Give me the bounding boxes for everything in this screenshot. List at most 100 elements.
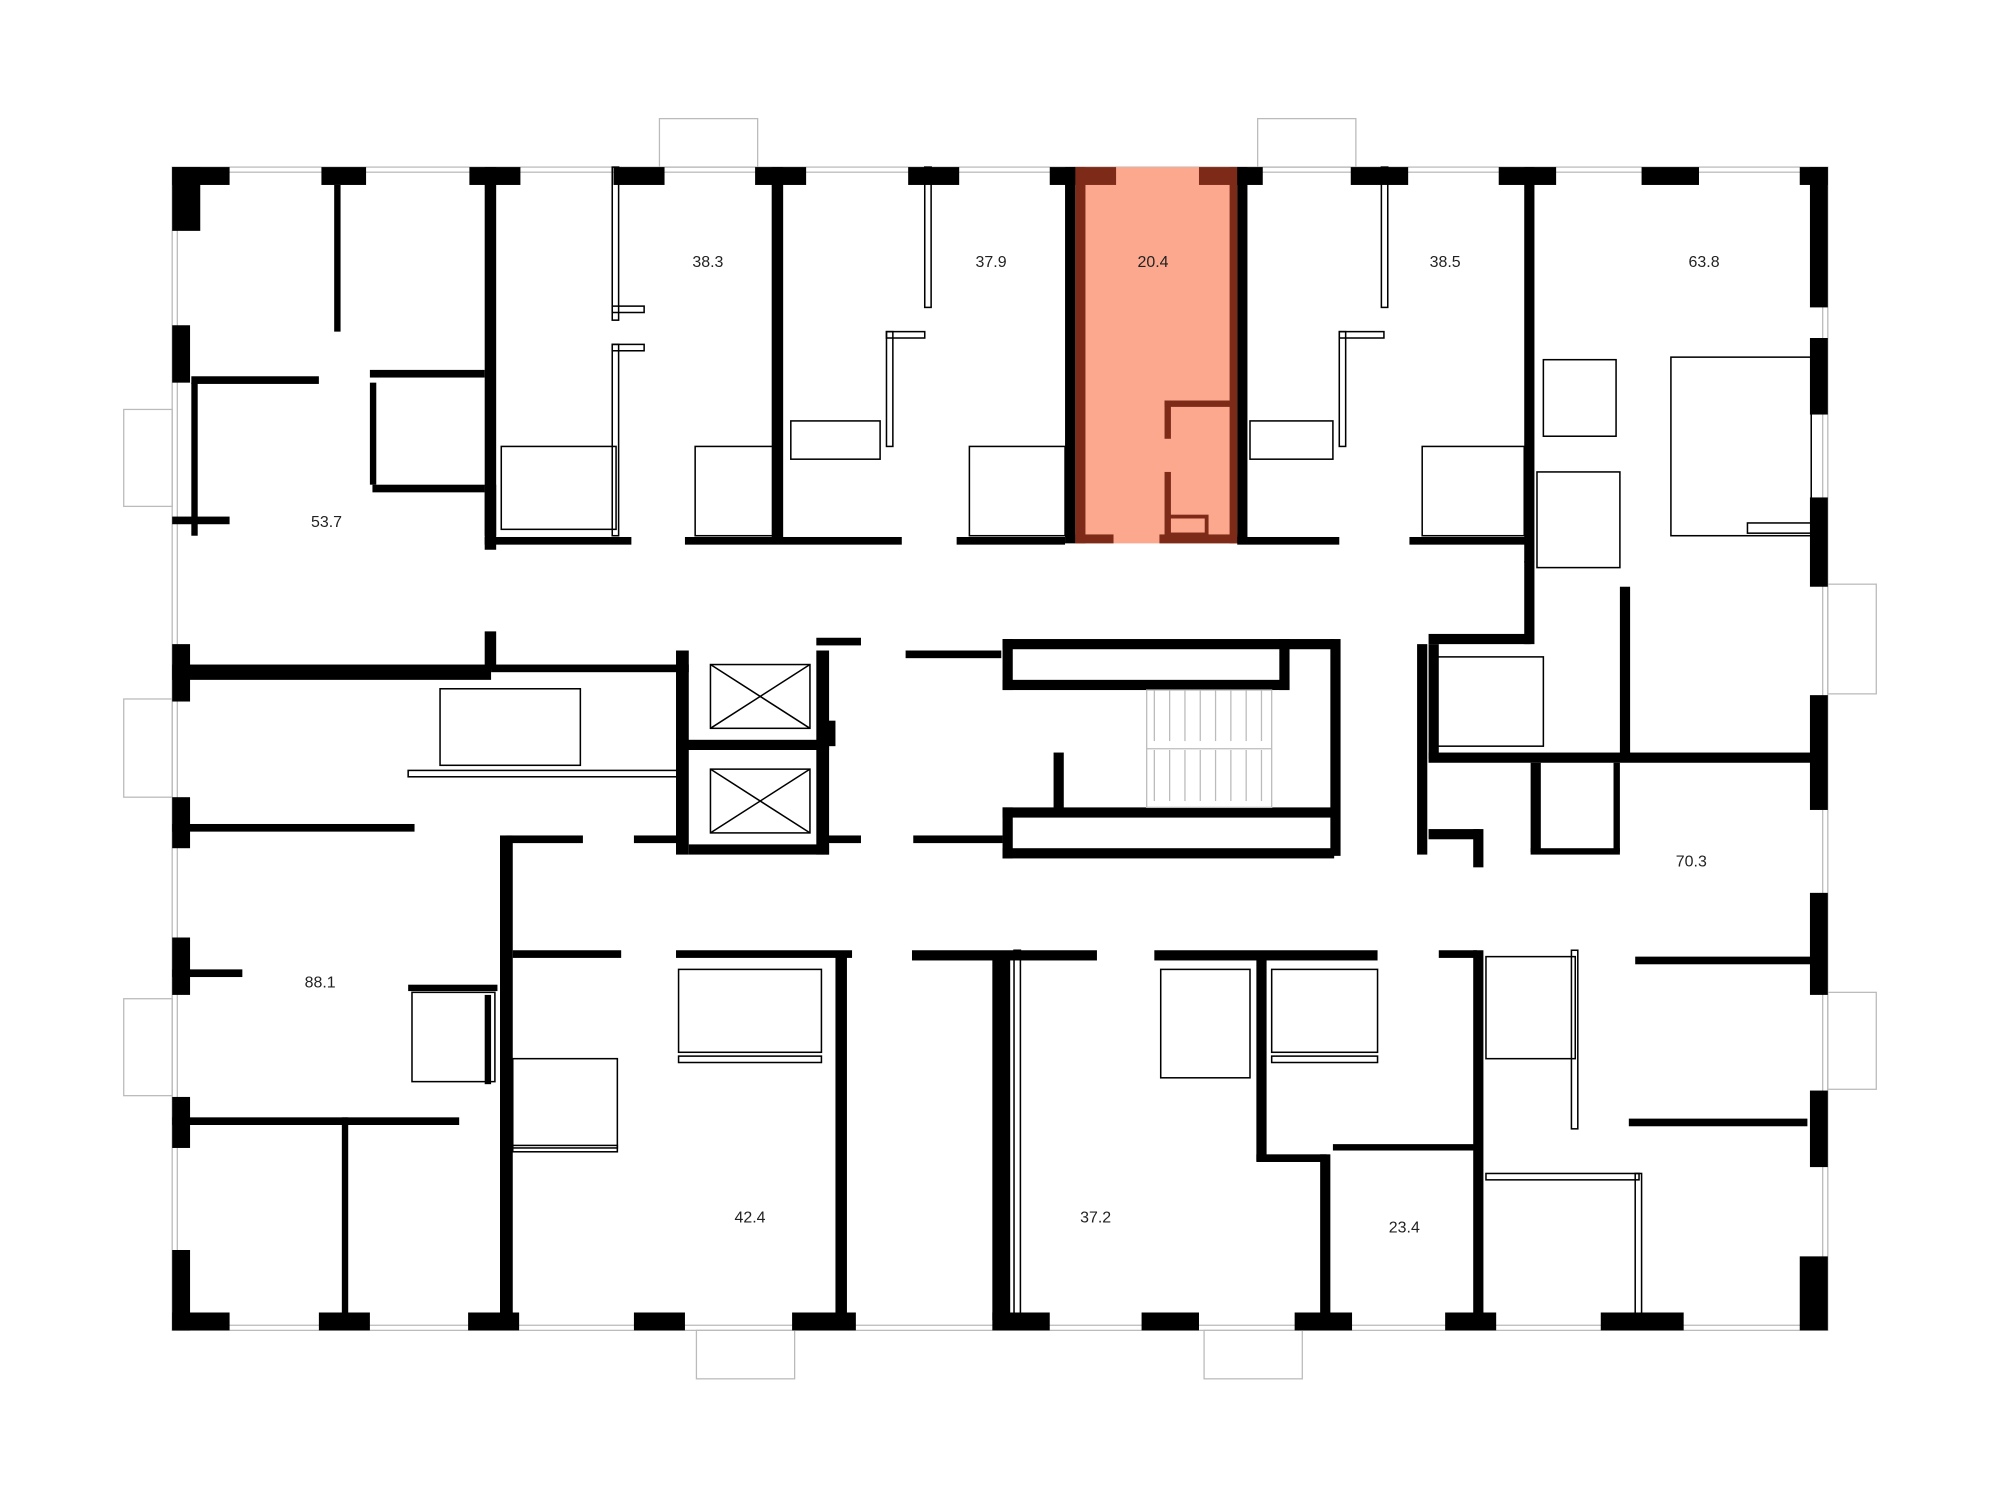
wall <box>1524 167 1535 563</box>
partition <box>923 166 932 309</box>
wall <box>688 844 830 855</box>
partition <box>1270 1055 1379 1064</box>
wall <box>911 950 1097 961</box>
wall <box>372 484 485 493</box>
wall <box>1256 956 1267 1161</box>
wall <box>318 1312 370 1331</box>
partition <box>968 445 1066 537</box>
elevator-2 <box>709 768 811 834</box>
wall <box>506 835 583 844</box>
wall <box>484 994 492 1085</box>
wall <box>1809 167 1828 308</box>
wall <box>1002 807 1013 859</box>
wall <box>676 650 689 855</box>
wall <box>1279 639 1290 691</box>
partition <box>677 968 823 1054</box>
wall <box>822 720 836 747</box>
wall <box>684 536 902 545</box>
wall <box>816 650 830 855</box>
highlighted-apartment-20-4[interactable] <box>1075 167 1238 544</box>
wall <box>500 835 513 1321</box>
partition <box>1542 358 1617 437</box>
wall <box>613 167 665 185</box>
wall <box>172 167 230 185</box>
wall <box>172 325 191 383</box>
wall <box>1530 848 1620 855</box>
wall <box>484 484 497 536</box>
wall <box>1438 950 1478 958</box>
wall <box>913 835 1003 844</box>
apartment-area-label[interactable]: 88.1 <box>305 975 336 992</box>
wall <box>1619 586 1631 759</box>
partition <box>611 166 620 321</box>
wall <box>191 376 319 384</box>
apartment-area-label[interactable]: 53.7 <box>311 514 342 531</box>
wall <box>321 167 367 185</box>
wall <box>341 1117 349 1316</box>
walls <box>172 167 1828 1331</box>
wall <box>1320 1154 1331 1321</box>
wall <box>771 167 784 537</box>
partition <box>411 991 496 1083</box>
wall <box>408 984 498 992</box>
apartment-area-label[interactable]: 37.2 <box>1080 1209 1111 1226</box>
apartment-area-label[interactable]: 38.3 <box>692 254 723 271</box>
partition <box>511 1057 619 1149</box>
wall <box>1332 1144 1476 1151</box>
wall <box>1628 1118 1808 1127</box>
wall <box>1445 1312 1497 1331</box>
wall <box>1613 762 1620 853</box>
partition <box>1421 445 1525 537</box>
apartment-area-label[interactable]: 38.5 <box>1430 254 1461 271</box>
wall <box>1002 807 1335 818</box>
wall <box>172 1117 460 1125</box>
partition <box>511 1144 619 1153</box>
partition <box>1485 955 1577 1060</box>
wall <box>1002 639 1013 691</box>
wall <box>1141 1312 1199 1331</box>
apartment-area-label-highlighted[interactable]: 20.4 <box>1138 254 1169 271</box>
wall <box>816 637 861 646</box>
wall <box>1002 679 1290 691</box>
wall <box>956 536 1066 545</box>
wall <box>1635 956 1814 965</box>
wall <box>1473 950 1484 1321</box>
apartment-area-label[interactable]: 42.4 <box>734 1209 765 1226</box>
wall <box>1600 1312 1684 1331</box>
partition <box>1380 166 1389 309</box>
apartment-area-label[interactable]: 23.4 <box>1389 1220 1420 1237</box>
wall <box>172 1312 230 1331</box>
partition <box>611 305 645 314</box>
wall <box>369 369 485 378</box>
wall <box>1428 644 1439 759</box>
apartment-area-label[interactable]: 63.8 <box>1689 254 1720 271</box>
wall <box>1237 536 1340 545</box>
wall <box>1809 497 1828 587</box>
wall <box>1809 338 1828 415</box>
partition <box>1485 1172 1640 1181</box>
partition <box>1434 656 1545 747</box>
partitions <box>407 166 1812 1315</box>
wall <box>1809 695 1828 810</box>
wall <box>1154 950 1378 961</box>
wall <box>1417 644 1428 855</box>
wall <box>676 950 853 958</box>
wall <box>1294 1312 1353 1331</box>
wall <box>1002 639 1335 650</box>
apartment-area-label[interactable]: 37.9 <box>976 254 1007 271</box>
partition <box>1013 949 1022 1315</box>
wall <box>1799 1256 1828 1331</box>
wall <box>835 956 847 1321</box>
partition <box>1570 949 1579 1130</box>
partition <box>677 1055 823 1064</box>
staircase <box>1146 689 1273 809</box>
apartment-area-label[interactable]: 70.3 <box>1676 853 1707 870</box>
partition <box>1159 968 1251 1079</box>
wall <box>908 167 960 185</box>
wall <box>905 650 1002 659</box>
wall <box>172 1250 191 1331</box>
partition <box>790 420 881 460</box>
partition <box>1270 968 1379 1054</box>
wall <box>334 184 341 332</box>
